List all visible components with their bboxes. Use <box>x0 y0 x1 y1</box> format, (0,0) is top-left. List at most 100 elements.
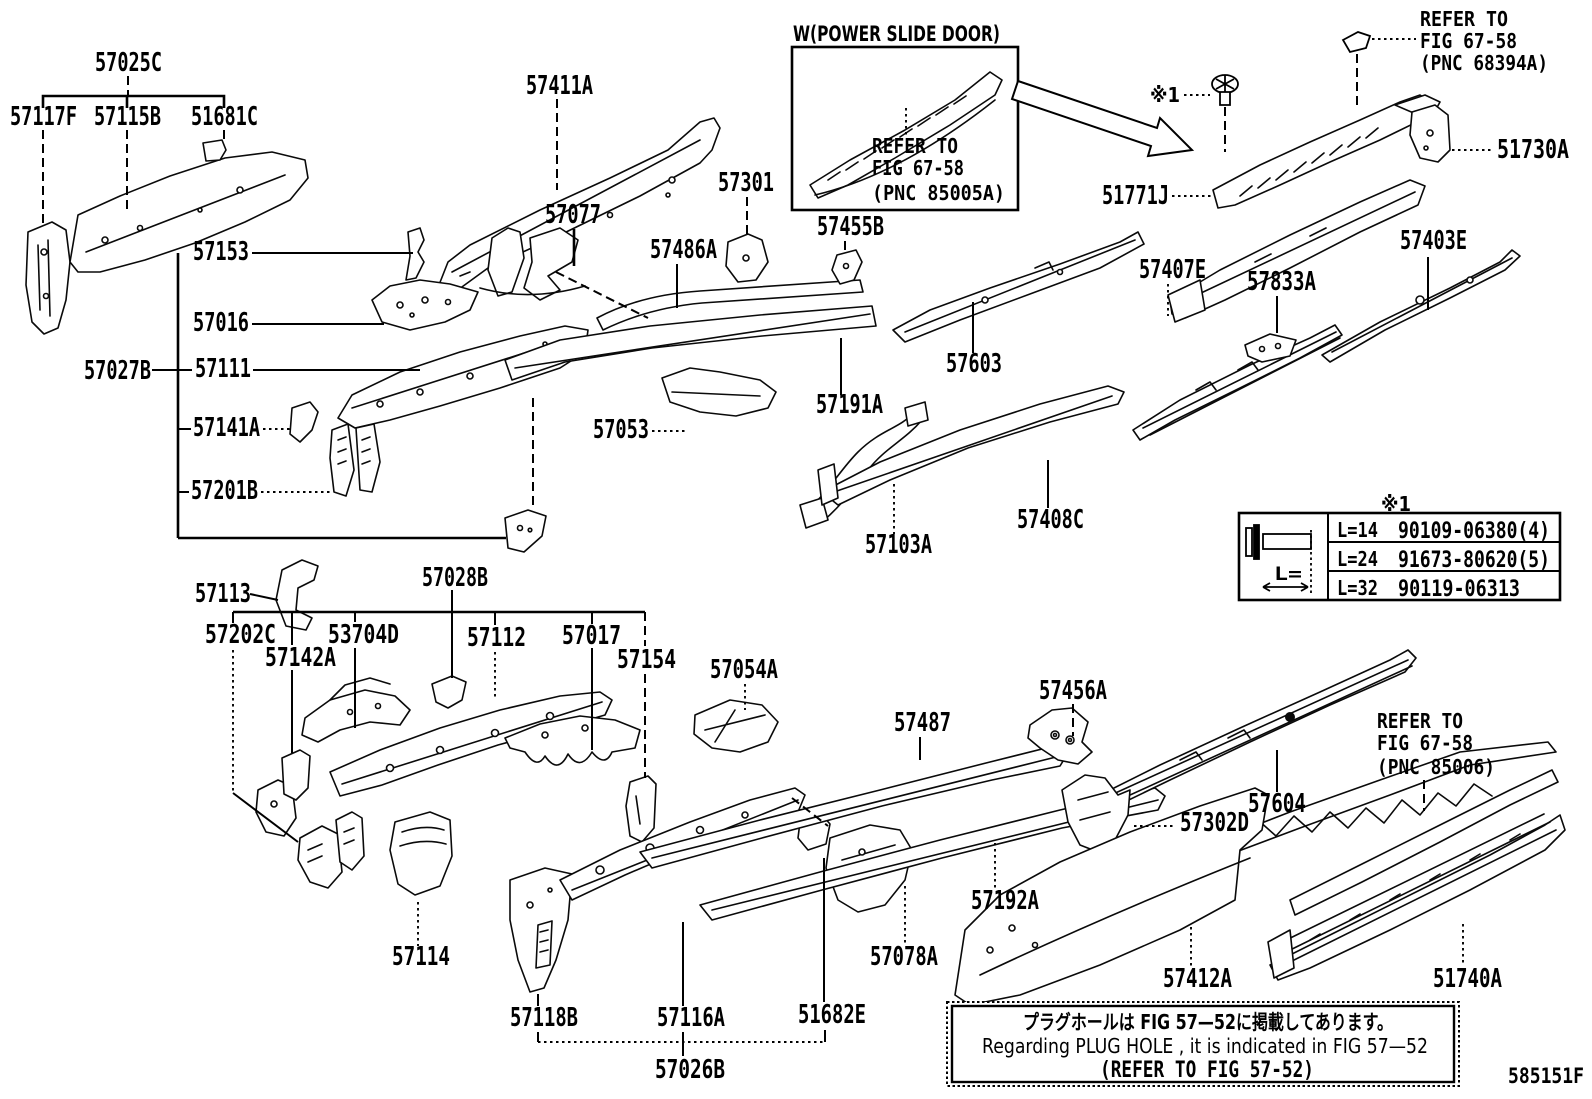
table-row3-part: 90119-06313 <box>1398 577 1520 602</box>
callout-57301: 57301 <box>718 168 774 198</box>
psd-box-title: W(POWER SLIDE DOOR) <box>793 22 1000 46</box>
part-art-psd-member <box>809 71 1003 199</box>
callout-57604: 57604 <box>1248 789 1306 819</box>
part-art-step-member <box>1167 179 1426 323</box>
part-art-57456a <box>1027 707 1093 765</box>
table-row1-part: 90109-06380(4) <box>1398 519 1550 544</box>
part-art-57301 <box>725 233 769 283</box>
plug-hole-note-jp: プラグホールは FIG 57—52に掲載してあります。 <box>1023 1010 1393 1034</box>
part-art-57118b <box>509 867 573 993</box>
callout-57016: 57016 <box>193 308 249 338</box>
part-art-57016 <box>371 279 479 331</box>
part-art-57112 <box>329 691 613 797</box>
table-row2-length: L=24 <box>1337 547 1378 571</box>
part-art-51740a <box>1267 769 1566 981</box>
callout-57455B: 57455B <box>817 212 884 242</box>
part-art-57053 <box>661 367 777 417</box>
part-art-57117f <box>25 221 71 335</box>
part-art-51681c <box>202 139 227 162</box>
part-art-57077 <box>479 227 586 301</box>
annotation-graphics <box>790 31 1562 1087</box>
part-art-57833a <box>1244 333 1297 363</box>
plug-hole-note-en: Regarding PLUG HOLE , it is indicated in… <box>982 1034 1428 1058</box>
part-art-57201b <box>329 423 381 497</box>
callout-57113: 57113 <box>195 579 251 609</box>
part-art-57142a <box>281 749 311 801</box>
callout-57154: 57154 <box>617 645 676 675</box>
part-art-57115b <box>69 151 309 273</box>
callout-57103A: 57103A <box>865 530 932 560</box>
callout-57407E: 57407E <box>1139 255 1206 285</box>
part-art-bracket-k <box>504 509 547 553</box>
callout-57153: 57153 <box>193 237 249 267</box>
refer-mid-right-line1: REFER TO <box>1377 709 1463 733</box>
refer-top-right-line3: (PNC 68394A) <box>1420 51 1548 75</box>
callout-51682E: 51682E <box>798 1000 866 1030</box>
labels: 57025C 57117F 57115B 51681C 57411A 57077… <box>10 7 1584 1088</box>
callout-57118B: 57118B <box>510 1003 578 1033</box>
callout-57054A: 57054A <box>710 655 778 685</box>
part-art-57114 <box>389 811 453 896</box>
clip-icon <box>1341 31 1372 54</box>
callout-57411A: 57411A <box>526 71 593 101</box>
table-row1-length: L=14 <box>1337 518 1378 542</box>
callout-51681C: 51681C <box>191 102 258 132</box>
callout-57025C: 57025C <box>95 48 162 78</box>
part-art-57111 <box>337 325 589 429</box>
bolt-icon <box>1211 74 1239 106</box>
callout-51740A: 51740A <box>1433 964 1502 994</box>
part-art-57603 <box>892 231 1145 343</box>
figure-code: 585151F <box>1508 1064 1584 1088</box>
table-row2-part: 91673-80620(5) <box>1398 548 1550 573</box>
power-slide-door-box <box>790 45 1020 212</box>
callout-57201B: 57201B <box>191 476 258 506</box>
callout-57142A: 57142A <box>265 643 336 673</box>
callout-57027B: 57027B <box>84 356 151 386</box>
parts-artwork <box>25 71 1566 1006</box>
table-row3-length: L=32 <box>1337 576 1378 600</box>
table-length-symbol: L= <box>1274 563 1302 585</box>
callout-57833A: 57833A <box>1247 267 1316 297</box>
psd-refer-line3: (PNC 85005A) <box>872 181 1005 205</box>
callout-57403E: 57403E <box>1400 226 1467 256</box>
callout-57116A: 57116A <box>657 1003 725 1033</box>
psd-refer-line1: REFER TO <box>872 134 958 158</box>
part-art-57054a <box>693 699 779 753</box>
callout-57486A: 57486A <box>650 235 717 265</box>
part-art-57486a <box>596 279 864 331</box>
part-art-57028b <box>431 675 467 709</box>
callout-57053: 57053 <box>593 415 649 445</box>
callout-57302D: 57302D <box>1180 808 1249 838</box>
callout-57017: 57017 <box>562 621 621 651</box>
refer-mid-right-line3: (PNC 85006) <box>1377 755 1495 779</box>
callout-57192A: 57192A <box>971 886 1039 916</box>
callout-51771J: 51771J <box>1102 181 1169 211</box>
part-art-57113 <box>275 559 319 631</box>
refer-top-right-line2: FIG 67-58 <box>1420 29 1517 53</box>
part-art-57302d <box>1061 774 1131 853</box>
part-art-51730a <box>1409 104 1451 163</box>
bolt-diagram-icon <box>1245 524 1312 595</box>
part-art-57403e <box>1321 249 1521 363</box>
plug-hole-note-refer: (REFER TO FIG 57-52) <box>1100 1058 1314 1083</box>
part-art-pnc85006-member <box>1217 741 1557 856</box>
part-art-57407e <box>1132 324 1343 441</box>
table-asterisk1-marker: ※1 <box>1381 492 1411 516</box>
callout-57078A: 57078A <box>870 942 938 972</box>
callout-57028B: 57028B <box>422 563 488 593</box>
part-art-lower-brackets <box>297 811 365 889</box>
asterisk1-marker: ※1 <box>1150 83 1180 107</box>
callout-57412A: 57412A <box>1163 964 1232 994</box>
callout-57117F: 57117F <box>10 102 77 132</box>
part-art-57154 <box>625 775 657 843</box>
part-art-57141a <box>289 401 319 443</box>
callout-57112: 57112 <box>467 623 526 653</box>
part-art-57412a <box>954 787 1269 1006</box>
direction-arrow-icon <box>1010 79 1195 158</box>
part-art-57191a <box>504 305 877 381</box>
callout-53704D: 53704D <box>328 620 399 650</box>
callout-57456A: 57456A <box>1039 676 1107 706</box>
psd-refer-line2: FIG 67-58 <box>872 156 964 180</box>
callout-57115B: 57115B <box>94 102 161 132</box>
